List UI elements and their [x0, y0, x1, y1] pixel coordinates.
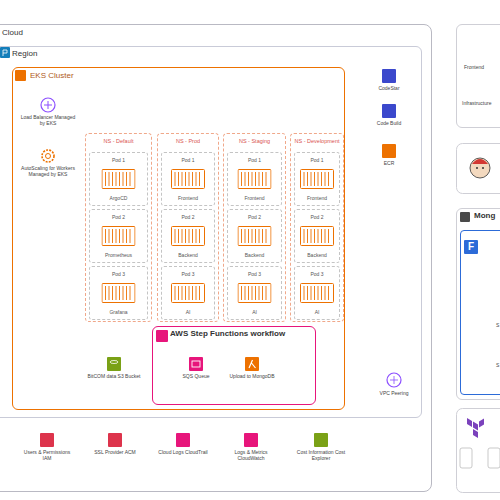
side-panel: MongF S S [456, 208, 500, 400]
logo-letter: F [464, 240, 478, 254]
pod-name: Pod 3 [90, 271, 147, 277]
pod-app: Backend [295, 252, 339, 258]
namespace-title: NS - Default [86, 138, 151, 144]
service-icon: Load Balancer Managed by EKS [20, 97, 76, 133]
pod-box: Pod 1 Frontend [294, 152, 340, 206]
service-caption: AutoScaling for Workers Managed by EKS [20, 165, 76, 177]
service-icons [0, 47, 500, 468]
namespace-box: NS - DevelopmentPod 1 FrontendPod 2 Backen… [290, 133, 344, 322]
namespace-box: NS - DefaultPod 1ArgoCDPod 2PrometheusPo… [85, 133, 152, 322]
pod-name: Pod 3 [228, 271, 281, 277]
service-icon: CodeStar [368, 68, 410, 96]
service-icon: SSL Provider ACM [90, 432, 140, 472]
pod-app: AI [162, 309, 214, 315]
pod-name: Pod 2 [162, 214, 214, 220]
pod-box: Pod 2 Backend [294, 209, 340, 263]
service-icon: Cloud Logs CloudTrail [158, 432, 208, 472]
pod-name: Pod 2 [90, 214, 147, 220]
service-caption: CodeStar [368, 85, 410, 91]
service-icon: ECR [368, 143, 410, 171]
pod-app: AI [228, 309, 281, 315]
pod-box: Pod 3 AI [227, 266, 282, 320]
pod-app: AI [295, 309, 339, 315]
group-title: Mong [474, 211, 495, 220]
pod-box: Pod 3 Grafana [89, 266, 148, 320]
pod-name: Pod 1 [90, 157, 147, 163]
service-icon: Code Build [368, 103, 410, 131]
pod-app: Grafana [90, 309, 147, 315]
group-title: EKS Cluster [30, 71, 74, 80]
cluster-group: EKS ClusterLoad Balancer Managed by EKS A… [12, 67, 345, 410]
pod-box: Pod 3 AI [161, 266, 215, 320]
service-caption: Cost Information Cost Explorer [296, 449, 346, 461]
service-icon: Upload to MongoDB [222, 356, 282, 392]
pod-box: Pod 2 Prometheus [89, 209, 148, 263]
service-icon: AutoScaling for Workers Managed by EKS [20, 148, 76, 184]
service-caption: SQS Queue [178, 373, 214, 379]
side-panel: FrontendInfrastructure [456, 24, 500, 128]
container-icons [102, 170, 334, 303]
service-caption: SSL Provider ACM [90, 449, 140, 455]
pod-name: Pod 2 [295, 214, 339, 220]
service-icon: Logs & Metrics CloudWatch [226, 432, 276, 472]
side-panels [457, 144, 500, 493]
pod-app: ArgoCD [90, 195, 147, 201]
service-icon: VPC Peering [370, 373, 418, 403]
atlas-panel: F S S [460, 230, 500, 395]
pod-box: Pod 1 Frontend [161, 152, 215, 206]
pod-box: Pod 2 Backend [161, 209, 215, 263]
pod-box: Pod 1 Frontend [227, 152, 282, 206]
pod-name: Pod 1 [228, 157, 281, 163]
pod-name: Pod 3 [162, 271, 214, 277]
pod-box: Pod 3 AI [294, 266, 340, 320]
pod-app: Prometheus [90, 252, 147, 258]
namespace-box: NS - ProdPod 1 FrontendPod 2 BackendPod 3 A… [157, 133, 219, 322]
namespace-box: NS - StagingPod 1FrontendPod 2BackendPod… [223, 133, 286, 322]
pod-box: Pod 2 Backend [227, 209, 282, 263]
pod-app: Frontend [228, 195, 281, 201]
panel-text: Infrastructure [462, 100, 491, 106]
service-icon: BitCOM data S3 Bucket [86, 356, 142, 398]
service-icon: Cost Information Cost Explorer [296, 432, 346, 472]
pod-app: Frontend [295, 195, 339, 201]
cloud-group: CloudRegionEKS ClusterLoad Balancer Mana… [0, 24, 432, 492]
service-caption: ECR [368, 160, 410, 166]
pod-box: Pod 1 ArgoCD [89, 152, 148, 206]
namespace-title: NS - Staging [224, 138, 285, 144]
pod-app: Backend [228, 252, 281, 258]
namespace-title: NS - Prod [158, 138, 218, 144]
pod-name: Pod 1 [295, 157, 339, 163]
pod-name: Pod 3 [295, 271, 339, 277]
service-caption: Cloud Logs CloudTrail [158, 449, 208, 455]
service-caption: Upload to MongoDB [222, 373, 282, 379]
service-caption: BitCOM data S3 Bucket [86, 373, 142, 379]
pod-app: Frontend [162, 195, 214, 201]
service-caption: Logs & Metrics CloudWatch [226, 449, 276, 461]
namespace-title: NS - Development [291, 138, 343, 144]
service-caption: Code Build [368, 120, 410, 126]
panel-text: S [496, 362, 499, 368]
group-title: AWS Step Functions workflow [170, 329, 285, 338]
group-title: Region [12, 49, 37, 58]
service-caption: VPC Peering [370, 390, 418, 396]
pod-app: Backend [162, 252, 214, 258]
panel-text: Frontend [464, 64, 484, 70]
workflow-group: AWS Step Functions workflowSQS Queue Uplo… [152, 326, 316, 405]
region-group: RegionEKS ClusterLoad Balancer Managed b… [0, 46, 422, 418]
service-icon: SQS Queue [178, 356, 214, 392]
pod-name: Pod 1 [162, 157, 214, 163]
service-icon: Users & Permissions IAM [22, 432, 72, 472]
pod-name: Pod 2 [228, 214, 281, 220]
group-title: Cloud [2, 28, 23, 37]
service-caption: Users & Permissions IAM [22, 449, 72, 461]
panel-text: S [496, 322, 499, 328]
service-caption: Load Balancer Managed by EKS [20, 114, 76, 126]
